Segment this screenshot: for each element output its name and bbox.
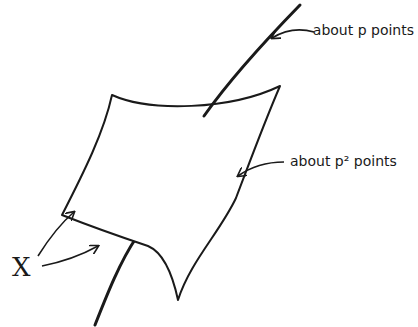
leader-arrow (42, 246, 98, 266)
variety-label: X (12, 252, 31, 283)
leader-arrow (272, 30, 314, 38)
surface-patch (62, 86, 280, 300)
annotation-label: about p² points (290, 153, 397, 170)
annotation-label: about p points (313, 22, 414, 39)
leader-arrow (238, 162, 284, 176)
curve (204, 5, 300, 116)
curve (95, 238, 136, 325)
leader-arrow (38, 212, 74, 256)
